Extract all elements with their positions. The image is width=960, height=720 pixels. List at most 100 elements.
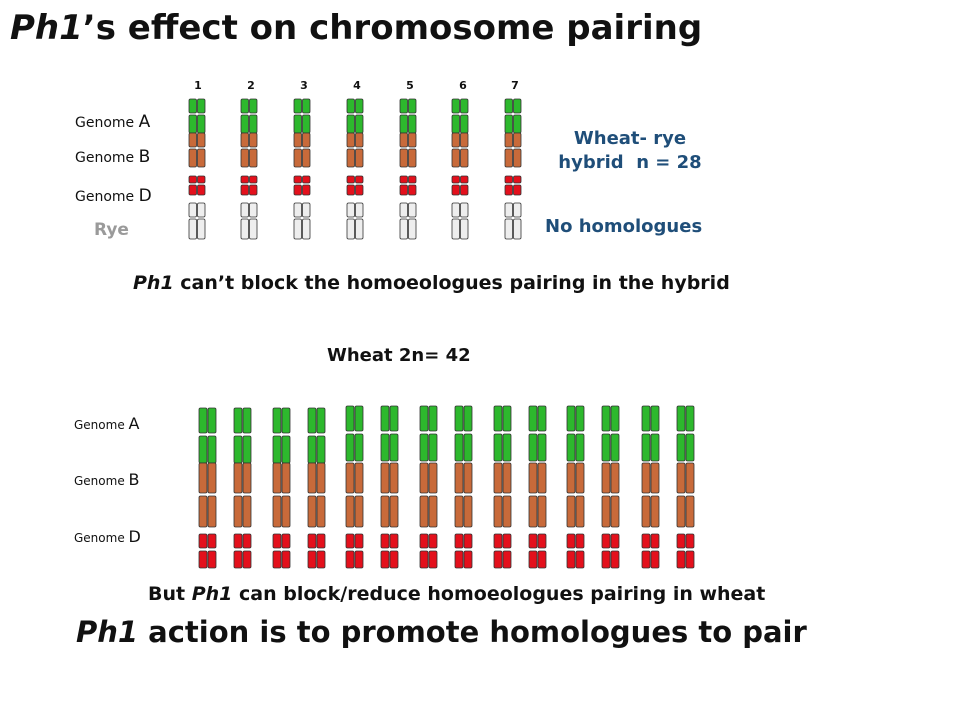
chromatid-arm	[346, 202, 355, 218]
chromatid-arm	[502, 495, 512, 528]
wheat-genome-b-chromosome-2a	[272, 462, 291, 528]
chromatid-arm	[610, 495, 620, 528]
chromatid-arm	[389, 405, 399, 432]
chromatid-arm	[454, 462, 464, 494]
chromatid-arm	[345, 495, 355, 528]
chromatid-arm	[493, 550, 503, 569]
chromatid-arm	[504, 132, 513, 148]
chromatid-arm	[685, 495, 695, 528]
chromatid-arm	[676, 462, 686, 494]
chromatid-arm	[460, 98, 469, 114]
top-genome-d-chromosome-6	[451, 175, 469, 196]
chromatid-arm	[513, 184, 522, 196]
hybrid-label: Wheat- rye hybrid n = 28	[530, 127, 730, 175]
chromatid-arm	[355, 98, 364, 114]
chromatid-arm	[207, 407, 217, 434]
chromatid-arm	[650, 462, 660, 494]
chromatid-arm	[293, 202, 302, 218]
chromatid-arm	[528, 433, 538, 462]
chromatid-arm	[528, 405, 538, 432]
chromatid-arm	[346, 218, 355, 240]
wheat-genome-a-chromosome-5a	[493, 405, 512, 462]
chromatid-arm	[408, 218, 417, 240]
chromatid-arm	[188, 114, 197, 134]
chromatid-arm	[451, 98, 460, 114]
chromatid-arm	[249, 175, 258, 184]
chromatid-arm	[513, 114, 522, 134]
wheat-genome-b-chromosome-7b	[676, 462, 695, 528]
chromatid-arm	[463, 533, 473, 549]
chromatid-arm	[399, 184, 408, 196]
wheat-chromosome-count: Wheat 2n= 42	[327, 345, 471, 366]
wheat-genome-d-chromosome-4a	[419, 533, 438, 569]
chromatid-arm	[408, 114, 417, 134]
chromatid-arm	[575, 405, 585, 432]
chromatid-arm	[641, 433, 651, 462]
chromatid-arm	[316, 462, 326, 494]
chromatid-arm	[197, 175, 206, 184]
chromatid-arm	[399, 132, 408, 148]
chromatid-arm	[460, 184, 469, 196]
chromatid-arm	[451, 148, 460, 168]
page-title: Ph1’s effect on chromosome pairing	[10, 8, 703, 48]
wheat-genome-a-chromosome-7b	[676, 405, 695, 462]
chromatid-arm	[610, 433, 620, 462]
chromatid-arm	[355, 114, 364, 134]
chromatid-arm	[428, 495, 438, 528]
chromatid-arm	[537, 495, 547, 528]
chromatid-arm	[399, 202, 408, 218]
chromatid-arm	[207, 495, 217, 528]
chromatid-arm	[451, 132, 460, 148]
chromatid-arm	[345, 405, 355, 432]
wheat-genome-a-chromosome-6a	[566, 405, 585, 462]
chromatid-arm	[272, 462, 282, 494]
chromatid-arm	[346, 175, 355, 184]
chromatid-arm	[207, 435, 217, 464]
top-genome-b-label: Genome B	[75, 147, 151, 167]
chromatid-arm	[493, 433, 503, 462]
chromatid-arm	[307, 550, 317, 569]
chromatid-arm	[307, 407, 317, 434]
chromatid-arm	[451, 114, 460, 134]
top-genome-a-chromosome-6	[451, 98, 469, 134]
chromatid-arm	[233, 407, 243, 434]
chromatid-arm	[504, 175, 513, 184]
chromatid-arm	[575, 433, 585, 462]
top-genome-b-chromosome-3	[293, 132, 311, 168]
chromatid-arm	[281, 550, 291, 569]
top-genome-a-label: Genome A	[75, 112, 151, 132]
bottom-genome-a-label: Genome A	[74, 414, 140, 433]
chromatid-arm	[307, 462, 317, 494]
wheat-genome-d-chromosome-7a	[641, 533, 660, 569]
wheat-genome-a-chromosome-4a	[419, 405, 438, 462]
chromatid-arm	[610, 462, 620, 494]
chromatid-arm	[460, 132, 469, 148]
top-genome-b-chromosome-2	[240, 132, 258, 168]
chromatid-arm	[293, 175, 302, 184]
chromatid-arm	[537, 433, 547, 462]
chromatid-arm	[601, 550, 611, 569]
chromatid-arm	[454, 405, 464, 432]
chromatid-arm	[528, 533, 538, 549]
chromatid-arm	[502, 533, 512, 549]
chromatid-arm	[272, 495, 282, 528]
top-rye-chromosome-5	[399, 202, 417, 240]
chromatid-arm	[419, 533, 429, 549]
wheat-genome-a-chromosome-6b	[601, 405, 620, 462]
wheat-genome-b-chromosome-1b	[233, 462, 252, 528]
chromatid-arm	[302, 175, 311, 184]
chromosome-number-3: 3	[300, 79, 308, 92]
wheat-genome-a-chromosome-7a	[641, 405, 660, 462]
chromatid-arm	[504, 184, 513, 196]
chromatid-arm	[233, 533, 243, 549]
chromatid-arm	[566, 550, 576, 569]
chromatid-arm	[601, 433, 611, 462]
chromatid-arm	[354, 405, 364, 432]
chromatid-arm	[676, 495, 686, 528]
wheat-genome-b-chromosome-4a	[419, 462, 438, 528]
top-genome-b-chromosome-4	[346, 132, 364, 168]
chromatid-arm	[355, 132, 364, 148]
rye-label: Rye	[94, 220, 129, 240]
wheat-genome-b-chromosome-2b	[307, 462, 326, 528]
